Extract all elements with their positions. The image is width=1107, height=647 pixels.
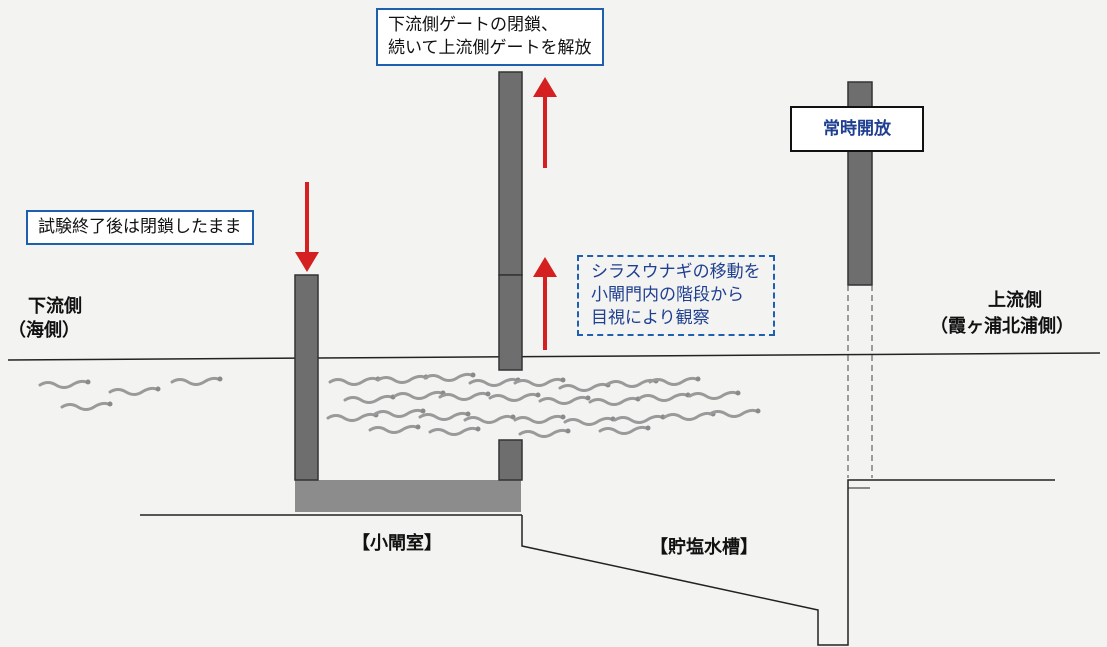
- glass-eel-head: [420, 408, 426, 414]
- glass-eel: [368, 424, 418, 434]
- middle-gate-bottom: [498, 439, 523, 481]
- glass-eel: [663, 411, 713, 421]
- downstream-sublabel: （海側）: [8, 320, 80, 341]
- observation-callout: シラスウナギの移動を 小閘門内の階段から 目視により観察: [577, 255, 775, 336]
- observe-line3: 目視により観察: [591, 307, 710, 328]
- glass-eel: [606, 378, 656, 388]
- glass-eel: [488, 392, 538, 402]
- glass-eel: [376, 374, 426, 384]
- glass-eel-head: [85, 379, 91, 385]
- glass-eel: [598, 425, 648, 435]
- gate-sequence-line1: 下流側ゲートの閉鎖、: [388, 15, 558, 35]
- glass-eel: [688, 390, 738, 400]
- gate-sequence-callout: 下流側ゲートの閉鎖、 続いて上流側ゲートを解放: [376, 8, 604, 66]
- glass-eel-head: [535, 392, 541, 398]
- glass-eel: [613, 414, 663, 424]
- glass-eel-head: [475, 426, 481, 432]
- glass-eel-head: [107, 401, 113, 407]
- small-lock-room-label: 【小閘室】: [352, 533, 442, 554]
- tank-bottom-outline: [521, 479, 1055, 646]
- glass-eel: [558, 382, 608, 392]
- test-end-callout: 試験終了後は閉鎖したまま: [26, 210, 254, 245]
- glass-eel: [108, 386, 158, 396]
- glass-eel: [373, 408, 423, 418]
- downstream-label: 下流側: [28, 296, 82, 317]
- always-open-text: 常時開放: [823, 119, 891, 139]
- glass-eel: [463, 414, 513, 424]
- glass-eel-head: [735, 390, 741, 396]
- lock-floor: [295, 480, 521, 512]
- glass-eel-head: [585, 395, 591, 401]
- glass-eel-head: [465, 411, 471, 417]
- glass-eel-head: [695, 376, 701, 382]
- always-open-callout: 常時開放: [790, 106, 924, 152]
- glass-eel: [170, 376, 220, 386]
- glass-eel-head: [217, 376, 223, 382]
- glass-eel-head: [565, 428, 571, 434]
- down-arrow: [295, 182, 319, 272]
- glass-eel: [563, 416, 613, 426]
- gate-sequence-line2: 続いて上流側ゲートを解放: [388, 37, 592, 58]
- up-arrow-upper: [533, 77, 557, 168]
- glass-eel: [518, 428, 568, 438]
- glass-eel: [513, 377, 563, 387]
- middle-gate-lower: [498, 274, 523, 371]
- observe-line2: 小閘門内の階段から: [591, 284, 744, 305]
- glass-eel: [588, 396, 638, 406]
- glass-eel: [38, 379, 88, 389]
- glass-eel-head: [510, 414, 516, 420]
- glass-eel: [393, 390, 443, 400]
- glass-eel: [438, 391, 488, 401]
- glass-eel: [513, 414, 563, 424]
- glass-eel: [423, 372, 473, 382]
- upstream-label: 上流側: [988, 290, 1042, 311]
- glass-eel-head: [560, 414, 566, 420]
- glass-eel: [538, 395, 588, 405]
- water-surface-line: [7, 352, 1101, 361]
- test-end-text: 試験終了後は閉鎖したまま: [38, 217, 242, 237]
- glass-eel-head: [415, 424, 421, 430]
- up-arrow-lower: [533, 257, 557, 350]
- salt-tank-label: 【貯塩水槽】: [650, 537, 758, 558]
- upstream-sublabel: （霞ヶ浦北浦側）: [930, 316, 1074, 337]
- observe-line1: シラスウナギの移動を: [591, 262, 761, 282]
- glass-eel-head: [755, 408, 761, 414]
- glass-eel-group: [38, 372, 761, 438]
- glass-eel: [428, 426, 478, 436]
- glass-eel: [708, 408, 758, 418]
- glass-eel: [468, 377, 518, 387]
- glass-eel-head: [470, 372, 476, 378]
- glass-eel-head: [560, 377, 566, 383]
- glass-eel: [343, 394, 393, 404]
- glass-eel: [648, 376, 698, 386]
- glass-eel-head: [645, 425, 651, 431]
- glass-eel: [326, 412, 376, 422]
- glass-eel-head: [155, 386, 161, 392]
- glass-eel: [418, 411, 468, 421]
- glass-eel: [638, 392, 688, 402]
- middle-gate-upper: [498, 71, 523, 276]
- downstream-gate: [294, 274, 319, 481]
- glass-eel-head: [485, 391, 491, 397]
- glass-eel: [328, 376, 378, 386]
- glass-eel: [60, 401, 110, 411]
